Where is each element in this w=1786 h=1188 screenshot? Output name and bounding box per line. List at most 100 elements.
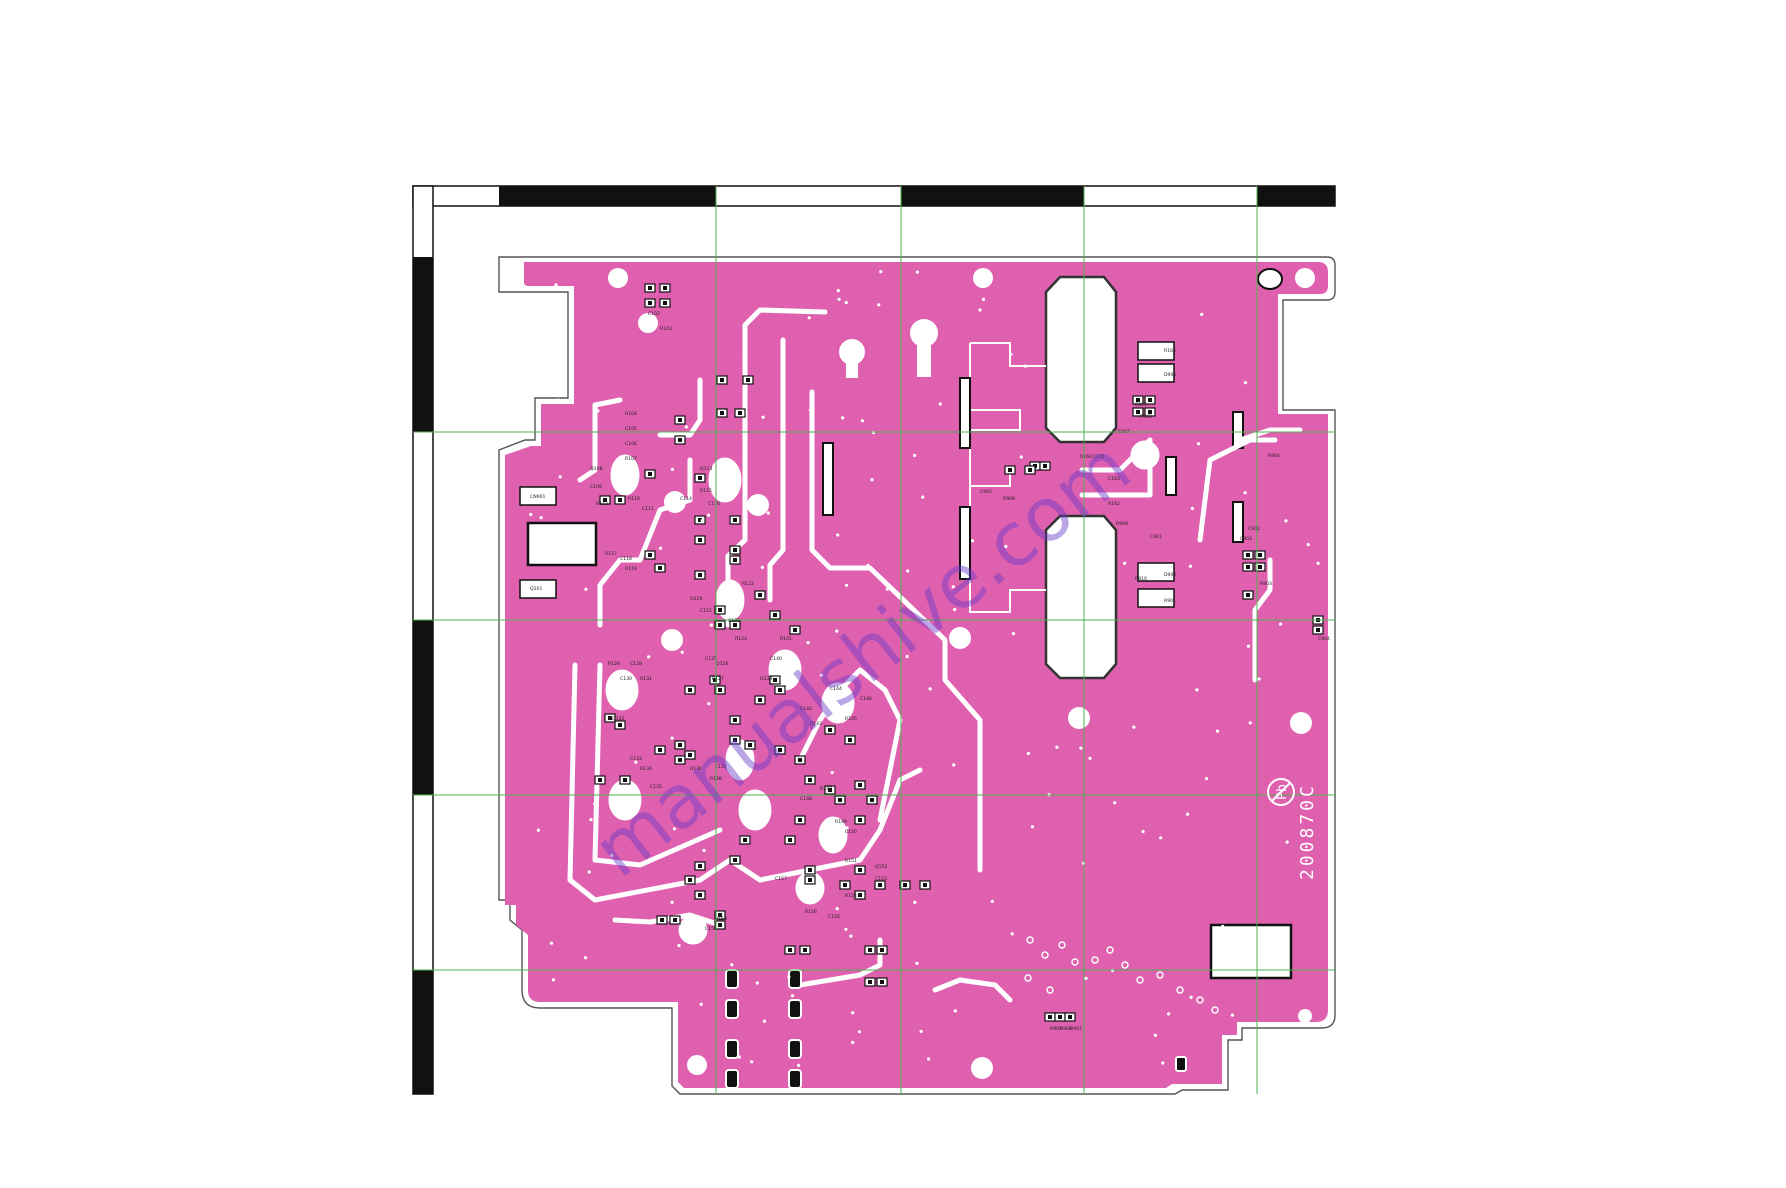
smd-pad-center — [880, 948, 884, 952]
via — [1030, 825, 1034, 829]
component-ref: C146 — [860, 696, 872, 702]
via — [1190, 506, 1194, 511]
component-ref: C114 — [680, 496, 692, 502]
via — [938, 402, 942, 406]
via — [554, 283, 558, 287]
smd-pad-center — [878, 883, 882, 887]
via — [1019, 455, 1023, 459]
keyhole-pad — [917, 333, 931, 377]
smd-pad-center — [903, 883, 907, 887]
component-ref: C109 — [590, 484, 602, 490]
mount-hole — [1068, 707, 1090, 729]
via-ring — [1026, 936, 1034, 944]
smd-part — [876, 977, 888, 987]
via — [551, 978, 556, 982]
smd-pad-center — [808, 868, 812, 872]
smd-part — [754, 695, 766, 705]
via-ring — [1136, 976, 1144, 984]
via — [529, 526, 534, 531]
component-ref: C163 — [1108, 476, 1120, 482]
component-ref: Q113 — [700, 466, 712, 472]
component-ref: C102 — [648, 311, 660, 317]
via — [849, 934, 853, 938]
transistor-pad — [738, 789, 772, 831]
smd-part — [744, 740, 756, 750]
smd-part — [804, 875, 816, 885]
component-ref: R904 — [1268, 453, 1280, 459]
component-ref: CN901 — [530, 494, 545, 500]
component-ref: C903 — [1240, 536, 1252, 542]
resistor-body — [519, 579, 557, 599]
smd-pad-center — [880, 980, 884, 984]
component-ref: Q152 — [875, 864, 887, 870]
via — [594, 814, 599, 818]
component-ref: C137 — [715, 764, 727, 770]
smd-part — [774, 685, 786, 695]
via-ring — [1106, 946, 1114, 954]
smd-part — [1004, 465, 1016, 475]
smd-part — [1254, 550, 1266, 560]
component-ref: C135 — [650, 784, 662, 790]
component-ref: Q126 — [716, 661, 728, 667]
smd-part — [604, 713, 616, 723]
smd-part — [709, 675, 721, 685]
smd-part — [1242, 550, 1254, 560]
via — [1010, 932, 1014, 936]
via — [830, 771, 834, 775]
via — [807, 316, 811, 320]
smd-part — [684, 685, 696, 695]
smd-part — [854, 890, 866, 900]
via — [1200, 312, 1204, 316]
component-ref: R117 — [605, 551, 617, 557]
trace — [1079, 437, 1153, 498]
via-ring — [1046, 986, 1054, 994]
via — [1088, 756, 1092, 760]
via — [952, 763, 956, 767]
smd-pad-center — [1043, 464, 1047, 468]
via — [677, 944, 681, 948]
via — [752, 499, 756, 503]
via — [596, 409, 600, 413]
via — [808, 408, 813, 412]
smd-part — [854, 865, 866, 875]
component-ref: C106 — [625, 441, 637, 447]
connector-pin — [725, 1039, 739, 1059]
regulator-body — [959, 506, 971, 580]
smd-pad-center — [843, 883, 847, 887]
connector-pins — [725, 969, 1187, 1089]
via — [610, 853, 614, 858]
smd-part — [804, 865, 816, 875]
via — [915, 270, 920, 274]
smd-pad-center — [648, 472, 652, 476]
via — [820, 673, 824, 677]
power-section — [526, 268, 1293, 980]
via — [684, 425, 689, 429]
smd-pad-center — [608, 716, 612, 720]
smd-pad-center — [1316, 628, 1320, 632]
via — [623, 1026, 627, 1030]
mount-hole — [747, 494, 769, 516]
trace — [657, 377, 703, 438]
smd-part — [729, 545, 741, 555]
component-ref: R901 — [1164, 598, 1176, 604]
smd-pad-center — [1048, 1015, 1052, 1019]
smd-pad-center — [733, 718, 737, 722]
via — [787, 975, 791, 979]
resistor-body — [1137, 341, 1175, 361]
component-ref: C150 — [845, 829, 857, 835]
via — [1132, 725, 1136, 729]
component-ref: C133 — [630, 756, 642, 762]
component-ref: R127 — [712, 676, 724, 682]
smd-part — [866, 795, 878, 805]
smd-pad-center — [1136, 398, 1140, 402]
via — [636, 474, 640, 478]
component-ref: R158 — [715, 916, 727, 922]
smd-pad-center — [858, 868, 862, 872]
trace — [1252, 557, 1273, 683]
component-ref: R145 — [845, 716, 857, 722]
smd-pad-center — [720, 378, 724, 382]
smd-pad-center — [798, 818, 802, 822]
component-ref: R147 — [820, 786, 832, 792]
smd-pad-center — [678, 743, 682, 747]
via — [1285, 840, 1289, 844]
